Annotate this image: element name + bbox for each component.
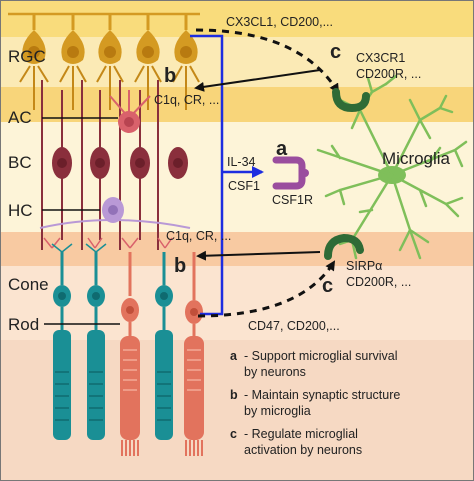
layer-pointers: [42, 117, 120, 325]
rgc-cell: [59, 14, 87, 110]
cone-cells: [53, 252, 173, 440]
csf1r-receptor: [272, 156, 309, 190]
bottom-receptors-label-2: CD200R, ...: [346, 275, 411, 289]
svg-text:- Maintain synaptic structure: - Maintain synaptic structure: [244, 388, 400, 402]
svg-text:a: a: [230, 349, 238, 363]
rod-cell: [184, 252, 204, 456]
bc-cell: [52, 147, 72, 179]
letter-b-lower: b: [174, 255, 186, 277]
amacrine-cell: [109, 90, 151, 133]
rgc-cells: [19, 14, 200, 110]
layer-label-ac: AC: [8, 108, 32, 127]
letter-c-lower: c: [322, 275, 333, 297]
legend: a - Support microglial survival by neuro…: [230, 349, 400, 457]
svg-text:c: c: [230, 427, 237, 441]
blue-signal-bracket: [190, 34, 264, 316]
sirpa-receptor: [324, 233, 364, 260]
bc-cell: [130, 147, 150, 179]
layer-label-rgc: RGC: [8, 47, 46, 66]
arrow-c-upper: [195, 28, 340, 94]
complement-upper-label: C1q, CR, ...: [154, 93, 219, 107]
legend-item-c: c - Regulate microglial activation by ne…: [230, 427, 362, 457]
rgc-cell: [19, 14, 49, 110]
band-onl: [1, 266, 473, 340]
cone-cell: [87, 252, 105, 440]
microglia-label: Microglia: [382, 149, 451, 168]
rgc-cell: [172, 14, 200, 110]
letter-b-upper: b: [164, 65, 176, 87]
layer-label-bc: BC: [8, 153, 32, 172]
top-receptors-label-2: CD200R, ...: [356, 67, 421, 81]
il34-label: IL-34: [227, 155, 256, 169]
letter-a: a: [276, 138, 288, 160]
arrow-b-lower: [196, 250, 321, 261]
top-ligands-label: CX3CL1, CD200,...: [226, 15, 333, 29]
layer-label-cone: Cone: [8, 275, 49, 294]
bc-cell: [90, 147, 110, 179]
band-ipl-1: [1, 87, 473, 122]
top-receptors-label-1: CX3CR1: [356, 51, 405, 65]
rgc-cell: [134, 14, 162, 110]
svg-text:- Support microglial survival: - Support microglial survival: [244, 349, 398, 363]
legend-item-b: b - Maintain synaptic structure by micro…: [230, 388, 400, 418]
band-photoreceptor: [1, 340, 473, 480]
band-opl: [1, 232, 473, 266]
complement-lower-label: C1q, CR, ...: [166, 229, 231, 243]
rod-cell: [120, 252, 140, 456]
svg-text:b: b: [230, 388, 238, 402]
svg-text:activation by neurons: activation by neurons: [244, 443, 362, 457]
arrow-b-upper: [194, 69, 321, 92]
opl-dendrites: [43, 237, 173, 249]
bc-cells: [52, 147, 188, 179]
legend-item-a: a - Support microglial survival by neuro…: [230, 349, 398, 379]
band-rgc-top: [1, 1, 473, 37]
svg-text:- Regulate microglial: - Regulate microglial: [244, 427, 358, 441]
cone-cell: [155, 252, 173, 440]
cone-cell: [53, 252, 71, 440]
layer-label-hc: HC: [8, 201, 33, 220]
cx3cr1-receptor: [332, 88, 370, 113]
cone-dendrites: [51, 243, 107, 253]
bc-cell: [168, 147, 188, 179]
csf1-label: CSF1: [228, 179, 260, 193]
svg-text:by microglia: by microglia: [244, 404, 311, 418]
rod-cells: [120, 252, 204, 456]
letter-c-upper: c: [330, 41, 341, 63]
bottom-receptors-label-1: SIRPα: [346, 259, 382, 273]
layer-label-rod: Rod: [8, 315, 39, 334]
csf1r-label: CSF1R: [272, 193, 313, 207]
svg-text:by neurons: by neurons: [244, 365, 306, 379]
rgc-cell: [96, 14, 124, 110]
bottom-ligands-label: CD47, CD200,...: [248, 319, 340, 333]
